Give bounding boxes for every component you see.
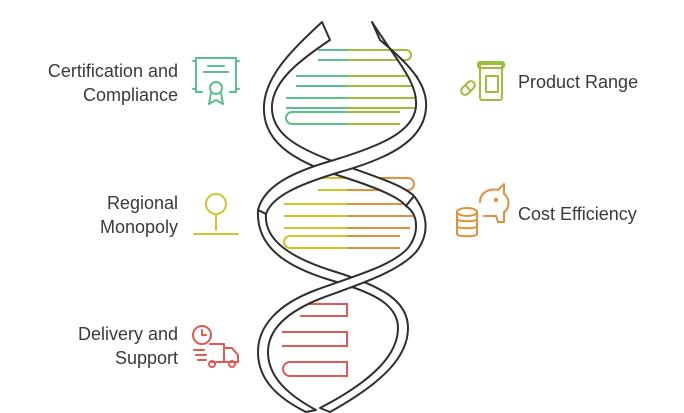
label-line: Product Range [518,72,639,92]
rungs-delivery-support [282,303,348,377]
strand-front-2 [256,209,409,413]
certificate-icon [192,57,240,105]
pills-bottle-icon [460,61,505,101]
rungs-product-range [347,49,418,125]
label-line: Support [114,348,178,368]
label-line: Certification and [47,61,178,81]
label-certification-compliance: Certification and Compliance [48,59,178,107]
helix-rungs [282,49,420,377]
label-line: Compliance [82,85,178,105]
map-pin-icon [193,193,239,235]
label-regional-monopoly: Regional Monopoly [100,191,178,239]
label-line: Delivery and [77,324,178,344]
label-cost-efficiency: Cost Efficiency [518,202,637,226]
label-line: Cost Efficiency [518,204,637,224]
label-delivery-support: Delivery and Support [78,322,178,370]
delivery-truck-clock-icon [192,325,239,368]
rungs-certification [285,49,347,125]
piggy-bank-coins-icon [456,183,510,238]
label-line: Monopoly [99,217,178,237]
label-line: Regional [106,193,178,213]
rungs-regional-monopoly [283,177,347,249]
strand-back-2 [257,195,427,413]
helix-strands [256,21,428,413]
label-product-range: Product Range [518,70,638,94]
